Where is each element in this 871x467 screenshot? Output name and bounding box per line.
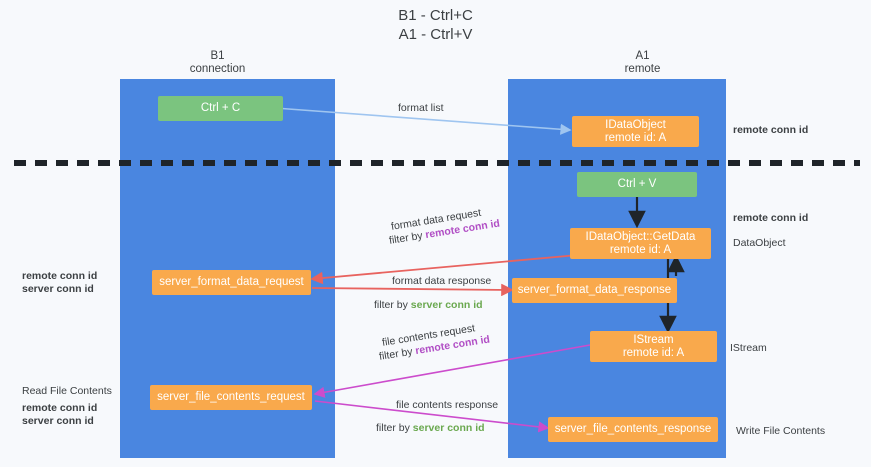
filter-prefix: filter by	[374, 299, 411, 311]
edge-label-file-contents-response-filter: filter by server conn id	[376, 421, 485, 435]
filter-key-server-conn-id: server conn id	[410, 299, 483, 311]
lane-header-a1: A1 remote	[565, 50, 720, 76]
edge-format-data-response	[311, 283, 514, 297]
edge-label-file-contents-response: file contents response	[396, 399, 499, 411]
page-title: B1 - Ctrl+C A1 - Ctrl+V	[0, 6, 871, 44]
node-ctrl-c-label: Ctrl + C	[200, 102, 241, 114]
title-line-2: A1 - Ctrl+V	[398, 26, 473, 43]
node-getdata-line1: IDataObject::GetData	[585, 230, 696, 243]
node-ctrl-v[interactable]: Ctrl + V	[577, 172, 697, 197]
annotation-left-server-conn-id: server conn id	[22, 283, 94, 295]
node-format-request-label: server_format_data_request	[159, 276, 304, 288]
annotation-right-mid-remote-conn-id: remote conn id	[733, 212, 809, 224]
node-server-format-data-request[interactable]: server_format_data_request	[152, 270, 311, 295]
node-server-format-data-response[interactable]: server_format_data_response	[512, 278, 677, 303]
node-file-response-label: server_file_contents_response	[554, 423, 712, 435]
annotation-right-top-remote-conn-id: remote conn id	[733, 124, 809, 136]
lane-header-b1-line2: connection	[189, 63, 246, 75]
annotation-right-istream: IStream	[730, 342, 767, 354]
annotation-read-file-contents: Read File Contents	[22, 385, 112, 397]
annotation-left-bottom-server-conn-id: server conn id	[22, 415, 94, 427]
node-server-file-contents-response[interactable]: server_file_contents_response	[548, 417, 718, 442]
node-file-request-label: server_file_contents_request	[157, 391, 305, 403]
edge-label-format-data-response: format data response	[392, 275, 492, 287]
edge-label-format-list: format list	[398, 102, 444, 114]
node-idataobject-top[interactable]: IDataObject remote id: A	[572, 116, 699, 147]
node-idataobject-top-line2: remote id: A	[604, 131, 667, 144]
node-istream-line1: IStream	[633, 333, 674, 346]
filter-key-server-conn-id: server conn id	[412, 422, 485, 434]
annotation-right-write-file-contents: Write File Contents	[736, 425, 826, 437]
annotation-left-remote-conn-id: remote conn id	[22, 270, 98, 282]
filter-prefix: filter by	[376, 422, 413, 434]
node-ctrl-v-label: Ctrl + V	[617, 178, 657, 190]
edge-label-format-data-response-filter: filter by server conn id	[374, 298, 483, 312]
lane-header-b1: B1 connection	[140, 50, 295, 76]
node-getdata-line2: remote id: A	[609, 243, 672, 256]
annotation-right-dataobject: DataObject	[733, 237, 786, 249]
node-istream-line2: remote id: A	[622, 346, 685, 359]
lane-header-b1-line1: B1	[210, 50, 225, 62]
node-format-response-label: server_format_data_response	[517, 284, 672, 296]
annotation-left-bottom-remote-conn-id: remote conn id	[22, 402, 98, 414]
node-ctrl-c[interactable]: Ctrl + C	[158, 96, 283, 121]
node-istream[interactable]: IStream remote id: A	[590, 331, 717, 362]
node-idataobject-top-line1: IDataObject	[605, 118, 666, 131]
node-idataobject-getdata[interactable]: IDataObject::GetData remote id: A	[570, 228, 711, 259]
node-server-file-contents-request[interactable]: server_file_contents_request	[150, 385, 312, 410]
lane-header-a1-line1: A1	[635, 50, 650, 62]
lane-header-a1-line2: remote	[624, 63, 661, 75]
title-line-1: B1 - Ctrl+C	[398, 7, 473, 24]
